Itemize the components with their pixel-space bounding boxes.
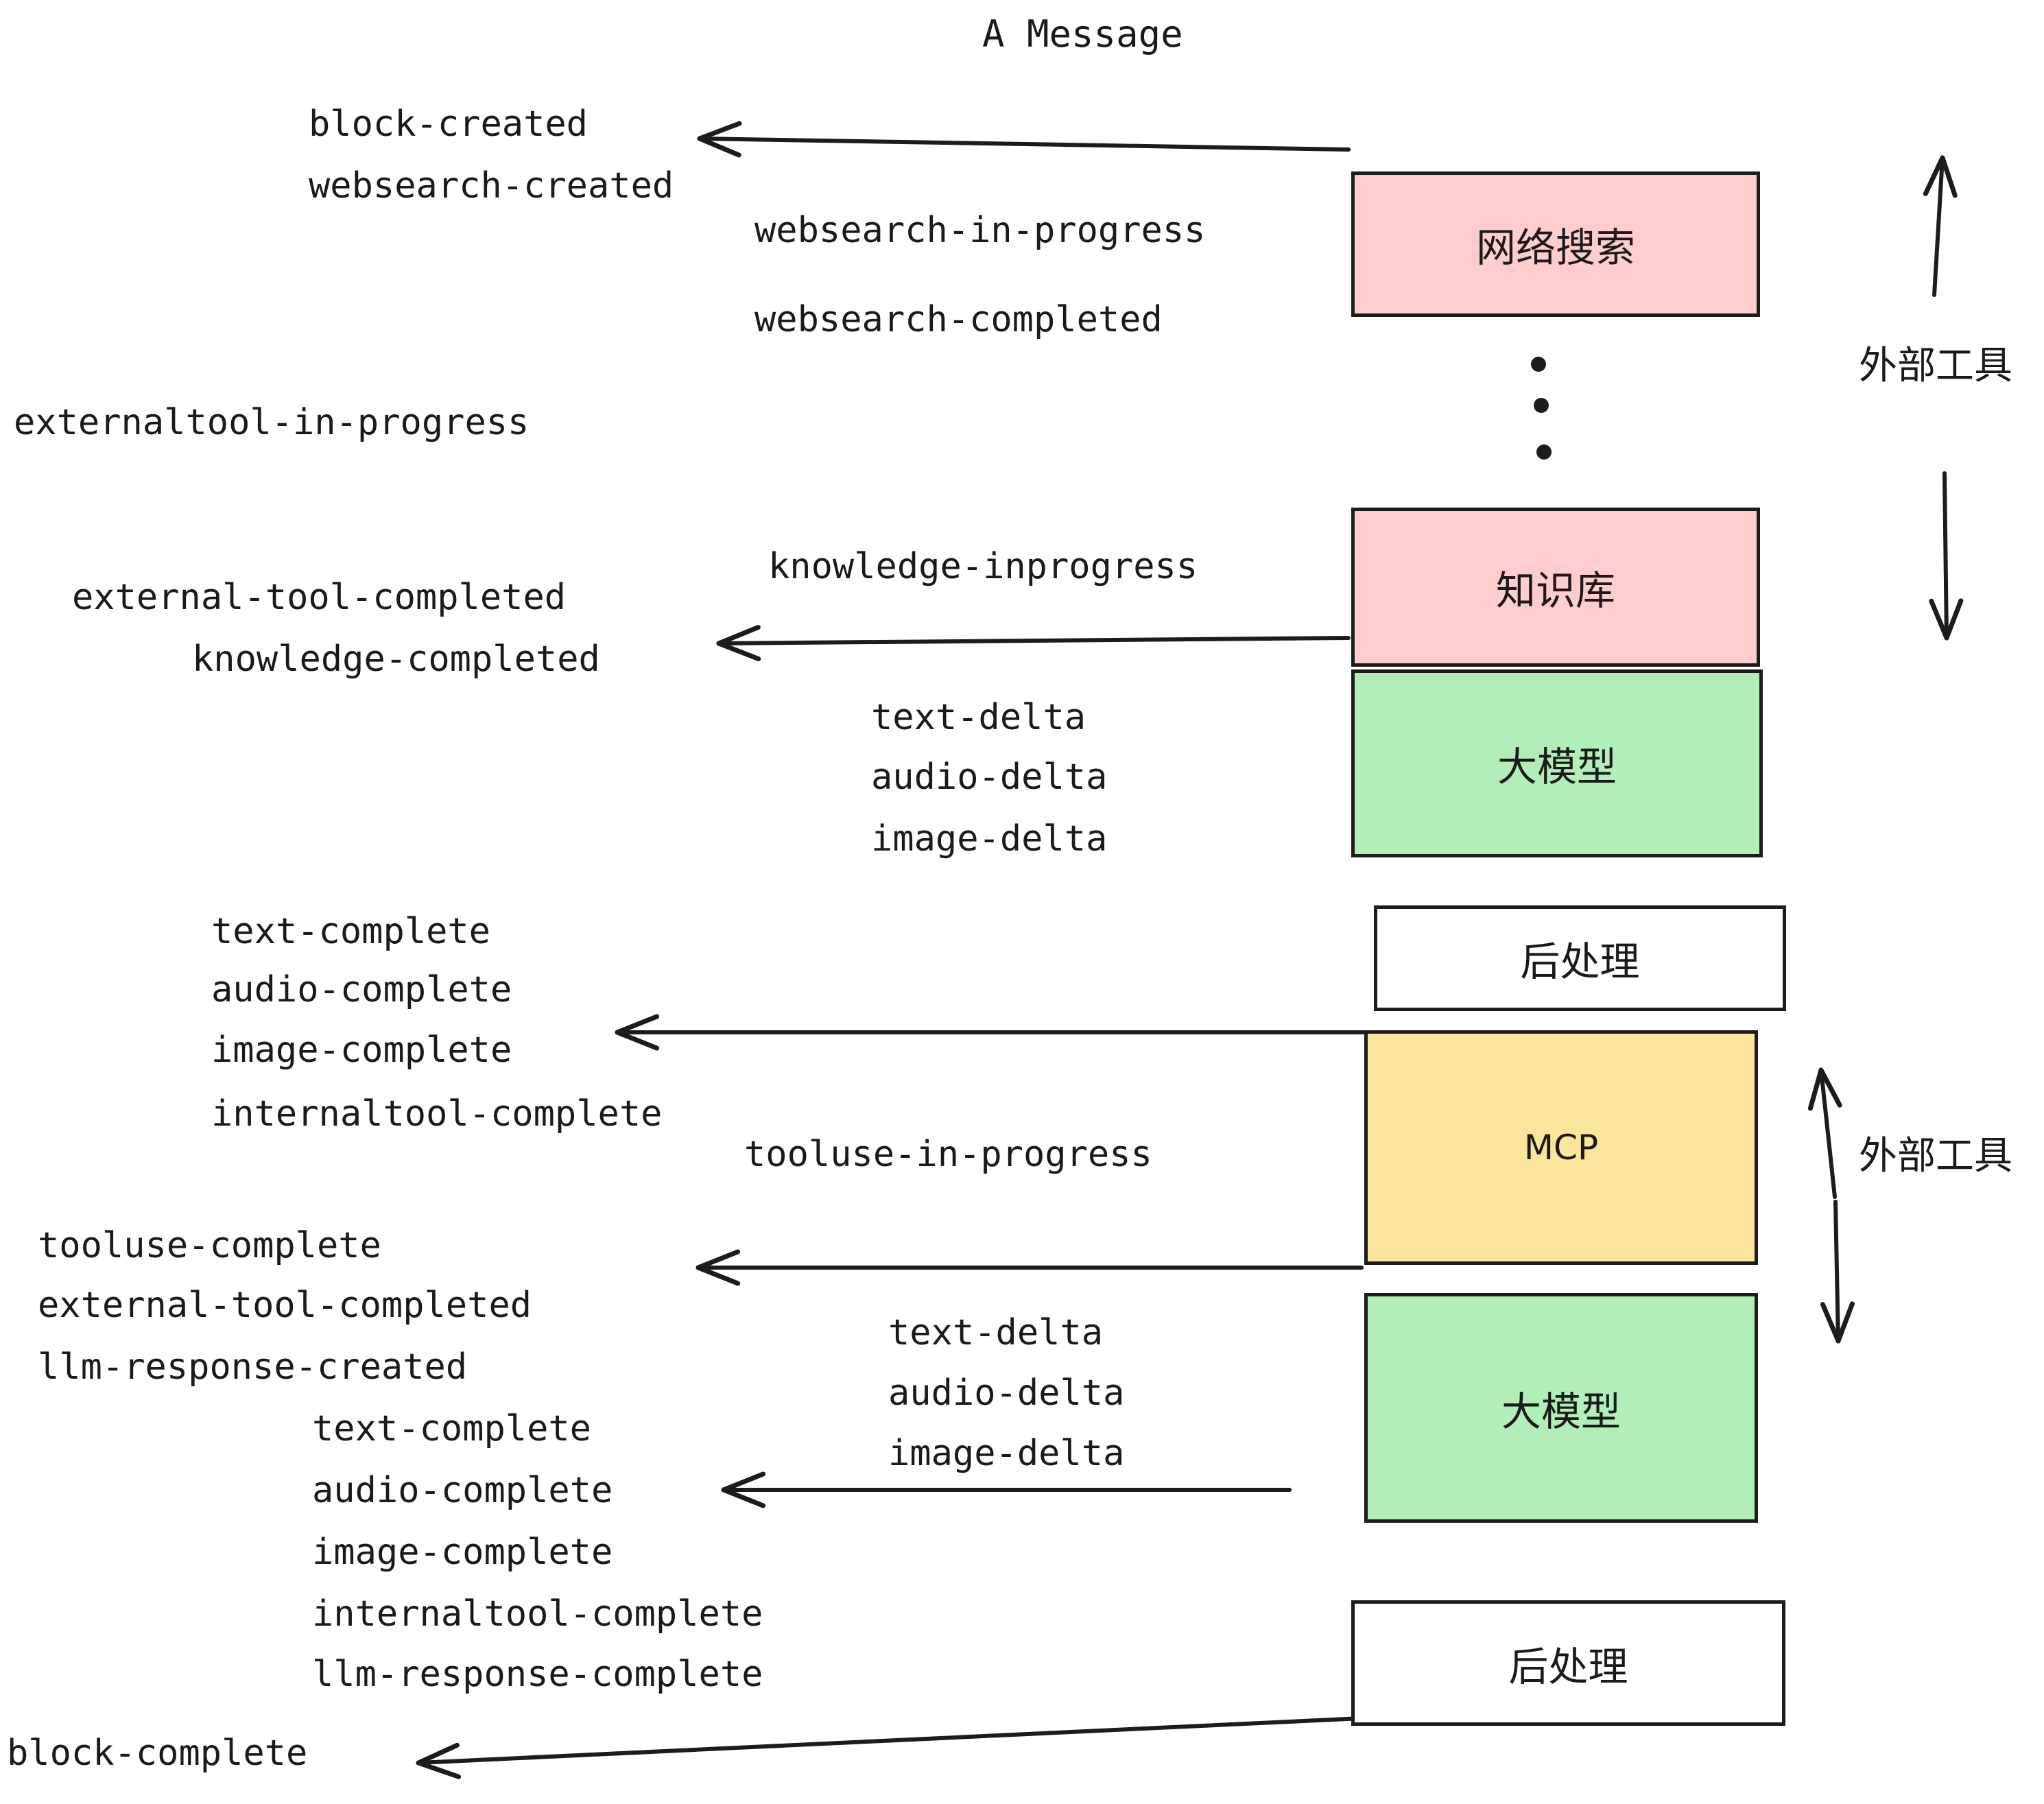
annotation-external-tools-bottom: 外部工具 — [1859, 1134, 2012, 1178]
node-llm-2[interactable]: 大模型 — [1364, 1293, 1758, 1523]
event-label-text-complete-2: text-complete — [312, 1408, 591, 1449]
event-label-image-complete-1: image-complete — [211, 1030, 512, 1071]
node-websearch[interactable]: 网络搜索 — [1351, 171, 1760, 317]
event-label-image-complete-2: image-complete — [312, 1532, 613, 1573]
scope-arrow-bottom-down — [1820, 1200, 1855, 1344]
event-label-text-delta-1: text-delta — [871, 697, 1086, 738]
node-post-1[interactable]: 后处理 — [1374, 905, 1786, 1011]
scope-arrow-bottom-up — [1807, 1067, 1842, 1199]
arrow-image-complete — [615, 1014, 1372, 1051]
page-title: A Message — [982, 12, 1183, 56]
event-label-audio-complete-2: audio-complete — [312, 1470, 613, 1511]
node-post-2[interactable]: 后处理 — [1351, 1600, 1785, 1726]
node-mcp[interactable]: MCP — [1364, 1030, 1758, 1265]
event-label-audio-delta-1: audio-delta — [871, 757, 1108, 798]
event-label-knowledge-inprogress: knowledge-inprogress — [768, 546, 1198, 587]
ellipsis-dot-3 — [1536, 444, 1552, 460]
event-label-external-tool-completed-1: external-tool-completed — [72, 577, 567, 618]
scope-arrow-top-down — [1929, 471, 1964, 641]
arrow-tooluse-complete — [696, 1249, 1364, 1286]
node-llm-1[interactable]: 大模型 — [1351, 669, 1763, 857]
event-label-externaltool-in-progress: externaltool-in-progress — [14, 402, 530, 443]
arrow-block-created — [697, 121, 1351, 158]
event-label-tooluse-complete: tooluse-complete — [38, 1225, 381, 1266]
ellipsis-dot-1 — [1531, 357, 1546, 372]
event-label-knowledge-completed: knowledge-completed — [192, 639, 600, 680]
node-knowledge[interactable]: 知识库 — [1351, 508, 1760, 667]
arrow-block-complete — [416, 1716, 1364, 1779]
event-label-image-delta-2: image-delta — [888, 1433, 1125, 1474]
event-label-image-delta-1: image-delta — [871, 818, 1108, 859]
event-label-llm-response-complete: llm-response-complete — [312, 1654, 763, 1695]
event-label-text-complete-1: text-complete — [211, 911, 490, 952]
scope-arrow-top-up — [1923, 155, 1958, 297]
event-label-audio-complete-1: audio-complete — [211, 969, 512, 1010]
event-label-text-delta-2: text-delta — [888, 1312, 1104, 1353]
event-label-websearch-completed: websearch-completed — [754, 299, 1163, 340]
event-label-llm-response-created: llm-response-created — [38, 1346, 468, 1388]
flow-arrow-group — [416, 121, 1372, 1779]
event-label-internaltool-complete-2: internaltool-complete — [312, 1593, 763, 1635]
event-label-block-created: block-created — [309, 104, 588, 145]
ellipsis-dot-2 — [1534, 398, 1549, 413]
event-label-websearch-created: websearch-created — [309, 165, 674, 206]
event-label-tooluse-in-progress: tooluse-in-progress — [744, 1134, 1152, 1175]
arrow-knowledge-completed — [716, 625, 1351, 661]
event-label-block-complete: block-complete — [7, 1733, 308, 1774]
event-label-audio-delta-2: audio-delta — [888, 1373, 1125, 1414]
annotation-external-tools-top: 外部工具 — [1859, 344, 2012, 388]
event-label-internaltool-complete-1: internaltool-complete — [211, 1093, 663, 1135]
arrow-audio-complete — [721, 1471, 1292, 1508]
event-label-external-tool-completed-2: external-tool-completed — [38, 1285, 532, 1326]
event-label-websearch-in-progress: websearch-in-progress — [754, 210, 1206, 251]
